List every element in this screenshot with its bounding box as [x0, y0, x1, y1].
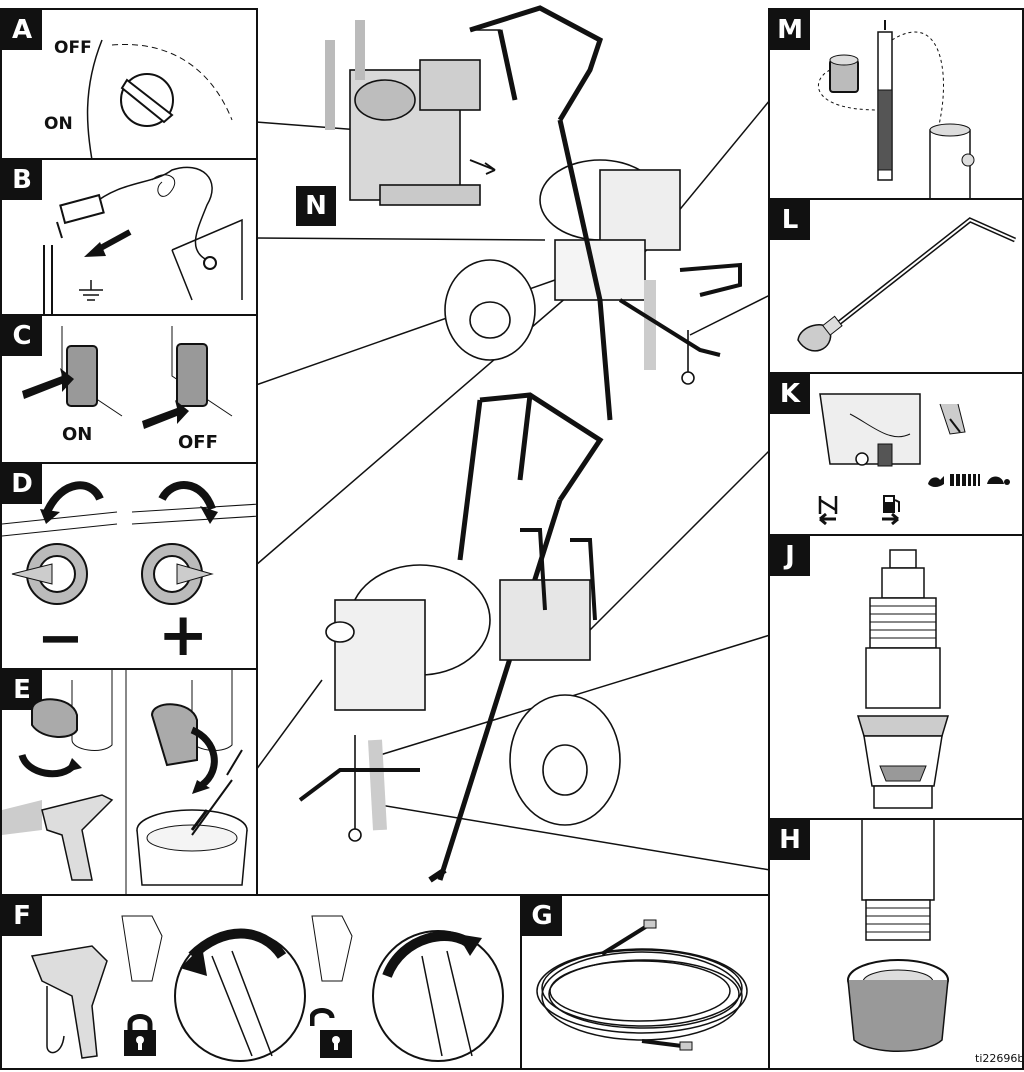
panel-k-letter: K [770, 374, 810, 414]
panel-m-letter: M [770, 10, 810, 50]
off-label: OFF [54, 38, 92, 58]
panel-b-letter: B [2, 160, 42, 200]
figure-id: ti22696b [975, 1052, 1024, 1065]
hose-coil-illustration [536, 919, 748, 1051]
panel-j-letter: J [770, 536, 810, 576]
lock-icon [124, 1014, 156, 1056]
panel-f-trigger-lock: F [0, 894, 522, 1070]
panel-l-extension: L [768, 198, 1024, 374]
unlock-icon [310, 1008, 352, 1058]
switch-off-label: OFF [178, 432, 218, 453]
turtle-icon [987, 476, 1010, 485]
panel-a-letter: A [2, 10, 42, 50]
panel-j-pump: J [768, 534, 1024, 820]
switch-on-label: ON [62, 424, 93, 445]
panel-d-pressure-knob: D − + [0, 462, 258, 670]
prime-valve-illustration [2, 670, 248, 894]
ground-icon [79, 280, 103, 301]
engine-switch-icon [86, 39, 233, 158]
pump-lower-illustration [856, 549, 950, 809]
panel-d-letter: D [2, 464, 42, 504]
panel-c-letter: C [2, 316, 42, 356]
rocker-switch-illustration [22, 326, 233, 429]
ground-clamp-illustration [43, 166, 243, 314]
decrease-label: − [37, 606, 84, 670]
rabbit-icon [928, 476, 944, 487]
inlet-strainer-illustration [847, 820, 949, 1052]
panel-k-throttle: K [768, 372, 1024, 536]
panel-h-strainer: H ti22696b [768, 818, 1024, 1070]
panel-b-grounding: B [0, 158, 258, 316]
suction-tube-illustration [797, 217, 1017, 352]
manifold-filter-illustration [817, 20, 975, 198]
gun-trigger-lock-illustration [30, 915, 504, 1062]
panel-e-prime-spray: E [0, 668, 258, 896]
panel-m-filter: M [768, 8, 1024, 200]
panel-g-hose: G [520, 894, 770, 1070]
panel-l-letter: L [770, 200, 810, 240]
panel-n-label: N [296, 186, 336, 226]
panel-h-letter: H [770, 820, 810, 860]
panel-a-engine-switch: A OFF ON [0, 8, 258, 160]
pressure-knob-illustration [2, 481, 256, 605]
panel-f-letter: F [2, 896, 42, 936]
choke-icon [818, 496, 838, 514]
on-label: ON [44, 114, 73, 134]
fuel-icon [883, 495, 900, 513]
panel-c-power-switch: C ON OFF [0, 314, 258, 464]
engine-controls-illustration [819, 393, 980, 526]
panel-g-letter: G [522, 896, 562, 936]
increase-label: + [158, 600, 209, 670]
